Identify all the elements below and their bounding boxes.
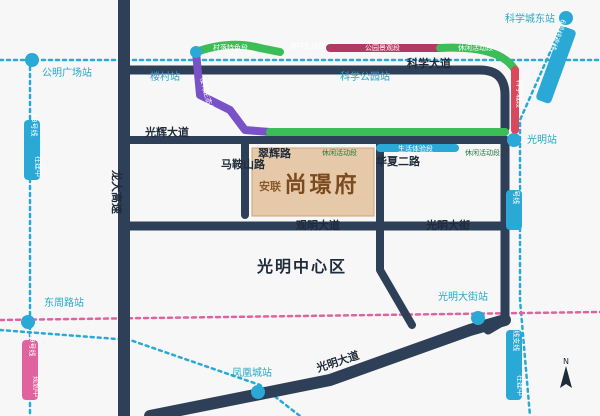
greenway-label-xiuxian-1: 休闲活动段 xyxy=(322,148,357,157)
station-label-fenghuangcheng: 凤凰城站 xyxy=(232,366,272,379)
stations: 科学城东站 公明广场站 楼村站 科学公园站 光明站 东周路站 光明大街站 凤凰城… xyxy=(21,11,573,399)
station-label-kexuecheng-east: 科学城东站 xyxy=(505,12,555,25)
metro-line-6-branch-dotted xyxy=(0,328,302,416)
station-gongming-square: 公明广场站 xyxy=(25,53,92,79)
greenway-label-xiuxian-n: 休闲活动段 xyxy=(458,43,493,52)
station-label-guangming-st: 光明大街站 xyxy=(438,290,488,303)
tag-line6-branch-bg xyxy=(506,330,522,400)
greenway-label-cuncheng: 村落特色段 xyxy=(213,43,248,52)
station-loucun: 楼村站 xyxy=(150,46,202,83)
greenway-label-shenghuo: 生活体验段 xyxy=(398,144,433,153)
tag-line6-bg xyxy=(506,190,522,230)
tag-line13: 13号线 xyxy=(30,114,39,137)
greenway: 村落特色段 楼村生活段 公园景观段 休闲活动段 楼村生态段 科学城段 休闲活动段… xyxy=(192,40,524,157)
project-block: 安联 尚璟府 xyxy=(251,147,375,217)
tag-line6-branch-north-bg xyxy=(536,26,576,104)
station-guangming-st: 光明大街站 xyxy=(438,290,488,325)
station-label-kexue-park: 科学公园站 xyxy=(340,70,390,83)
road-label-huaxia: 华夏二路 xyxy=(376,154,421,168)
tag-line29-bg xyxy=(22,340,38,400)
line-tags: 13号线 在建中 29号线 规划中 6号线 6号线支线 在建中 6号线支线 xyxy=(22,18,576,400)
station-dongzhou-rd: 东周路站 xyxy=(21,296,84,329)
tag-line13-bg xyxy=(24,120,40,180)
project-name: 尚璟府 xyxy=(284,172,359,198)
tag-line29-sub: 规划中 xyxy=(32,376,41,397)
project-area xyxy=(251,147,375,217)
road-label-guanming: 观明大道 xyxy=(296,218,340,232)
metro-line-pink-dotted xyxy=(0,310,600,322)
district-label: 光明中心区 xyxy=(256,257,347,276)
tag-line6-branch-sub: 在建中 xyxy=(516,375,525,396)
greenway-label-xiuxian-2: 休闲活动段 xyxy=(465,148,500,157)
road-label-maanshan: 马鞍山路 xyxy=(221,157,266,171)
greenway-label-gongyuan: 公园景观段 xyxy=(365,43,400,52)
road-guangming-st-vert xyxy=(376,222,416,329)
greenway-purple xyxy=(192,48,274,136)
road-label-kexue: 科学大道 xyxy=(407,56,451,70)
station-guangming: 光明站 xyxy=(507,133,557,147)
project-developer: 安联 xyxy=(259,179,281,193)
road-label-guangming-st: 光明大街 xyxy=(425,218,470,232)
station-kexuecheng-east: 科学城东站 xyxy=(505,11,573,25)
road-label-cuihui: 翠辉路 xyxy=(258,146,292,160)
station-label-gongming-square: 公明广场站 xyxy=(42,66,92,79)
greenway-green-right xyxy=(436,43,519,74)
station-label-guangming: 光明站 xyxy=(527,133,557,146)
road-right-vert xyxy=(483,135,510,335)
road-label-maanshan-text: 马鞍山路 xyxy=(221,157,266,171)
road-top-loop xyxy=(119,65,510,133)
road-label-guanghui: 光辉大道 xyxy=(144,125,189,139)
greenway-label-kexuecheng: 科学城段 xyxy=(515,80,524,108)
greenway-green-top xyxy=(192,40,284,56)
greenway-label-louchun: 楼村生活段 xyxy=(290,41,325,50)
station-label-loucun: 楼村站 xyxy=(150,70,180,83)
station-label-dongzhou-rd: 东周路站 xyxy=(44,296,84,309)
roads xyxy=(118,0,511,416)
tag-line29: 29号线 xyxy=(28,334,37,357)
compass-n: N xyxy=(563,357,569,366)
north-arrow-icon: N xyxy=(560,357,572,388)
tag-line6: 6号线 xyxy=(512,186,521,204)
station-fenghuangcheng: 凤凰城站 xyxy=(232,366,272,399)
tag-line13-sub: 在建中 xyxy=(34,156,43,177)
road-label-longda: 龙大高速 xyxy=(110,169,124,214)
road-guangming-ave xyxy=(144,314,511,416)
station-kexue-park: 科学公园站 xyxy=(340,70,390,83)
tag-line6-branch: 6号线支线 xyxy=(512,319,521,351)
